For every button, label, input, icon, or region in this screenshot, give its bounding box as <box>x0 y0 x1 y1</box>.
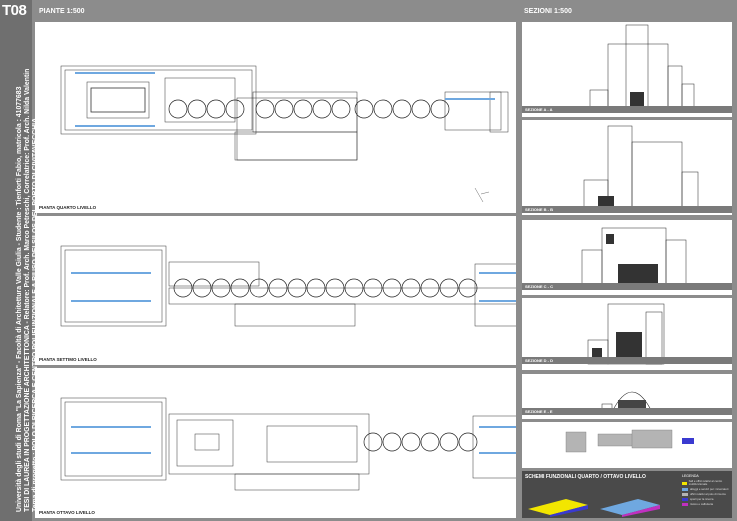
legend-swatch <box>682 498 688 501</box>
section-label-b: SEZIONE B - B <box>525 207 554 212</box>
credits-line-2: TESI DI LAUREA IN PROGETTAZIONE ARCHITET… <box>24 68 31 512</box>
plan-panel-quarto: PIANTA QUARTO LIVELLO <box>35 22 516 213</box>
functional-schemes-panel: SCHEMI FUNZIONALI QUARTO / OTTAVO LIVELL… <box>522 471 732 518</box>
plan-panel-ottavo: PIANTA OTTAVO LIVELLO <box>35 368 516 518</box>
legend-text: ristoro e caffetteria <box>690 502 714 506</box>
section-panel-d: SEZIONE D - D <box>522 298 732 370</box>
section-drawing-b <box>583 125 699 211</box>
sheet-code: T08 <box>2 2 27 19</box>
plan-label-quarto: PIANTA QUARTO LIVELLO <box>39 205 97 210</box>
credits-line-1: Università degli studi di Roma "La Sapie… <box>16 86 23 512</box>
section-drawing-a <box>589 24 695 112</box>
legend-swatch <box>682 488 688 491</box>
plan-drawing-settimo <box>60 245 516 327</box>
legend-text: alloggi e servizi per i ricercatori <box>690 487 729 491</box>
plans-header: PIANTE 1:500 <box>39 8 85 15</box>
plan-label-ottavo: PIANTA OTTAVO LIVELLO <box>39 510 95 515</box>
legend-item: spazi per la ricerca <box>682 498 730 501</box>
section-band-b <box>522 206 732 213</box>
site-plan-drawing <box>565 429 694 453</box>
section-band-c <box>522 283 732 290</box>
legend-item: hall e uffici relativi al centro multifu… <box>682 480 730 486</box>
plan-drawing-quarto <box>60 65 509 203</box>
legend-swatch <box>682 481 687 485</box>
section-panel-e: SEZIONE E - E <box>522 374 732 419</box>
legend-text: uffici relativi al polo di ricerca <box>690 492 726 496</box>
section-band-d <box>522 357 732 364</box>
legend-item: ristoro e caffetteria <box>682 503 730 506</box>
legend-text: spazi per la ricerca <box>690 497 714 501</box>
legend-item: uffici relativi al polo di ricerca <box>682 493 730 496</box>
section-panel-a: SEZIONE A - A <box>522 22 732 117</box>
schemes-drawing <box>528 499 660 517</box>
section-label-a: SEZIONE A - A <box>525 107 553 112</box>
legend-swatch <box>682 493 688 496</box>
legend-item: alloggi e servizi per i ricercatori <box>682 488 730 491</box>
sections-header: SEZIONI 1:500 <box>524 8 572 15</box>
section-label-c: SEZIONE C - C <box>525 284 554 289</box>
section-label-e: SEZIONE E - E <box>525 409 553 414</box>
plan-label-settimo: PIANTA SETTIMO LIVELLO <box>39 357 97 362</box>
schemes-title: SCHEMI FUNZIONALI QUARTO / OTTAVO LIVELL… <box>525 474 646 480</box>
site-plan-panel <box>522 422 732 468</box>
schemes-legend: LEGENDA hall e uffici relativi al centro… <box>682 474 730 508</box>
section-band-e <box>522 408 732 415</box>
section-panel-b: SEZIONE B - B <box>522 120 732 215</box>
plan-drawing-ottavo <box>60 397 516 491</box>
section-panel-c: SEZIONE C - C <box>522 220 732 295</box>
legend-swatch <box>682 503 688 506</box>
section-label-d: SEZIONE D - D <box>525 358 554 363</box>
title-sidebar <box>0 0 32 521</box>
section-band-a <box>522 106 732 113</box>
legend-text: hall e uffici relativi al centro multifu… <box>688 479 723 486</box>
plan-panel-settimo: PIANTA SETTIMO LIVELLO <box>35 216 516 365</box>
legend-title: LEGENDA <box>682 474 699 478</box>
